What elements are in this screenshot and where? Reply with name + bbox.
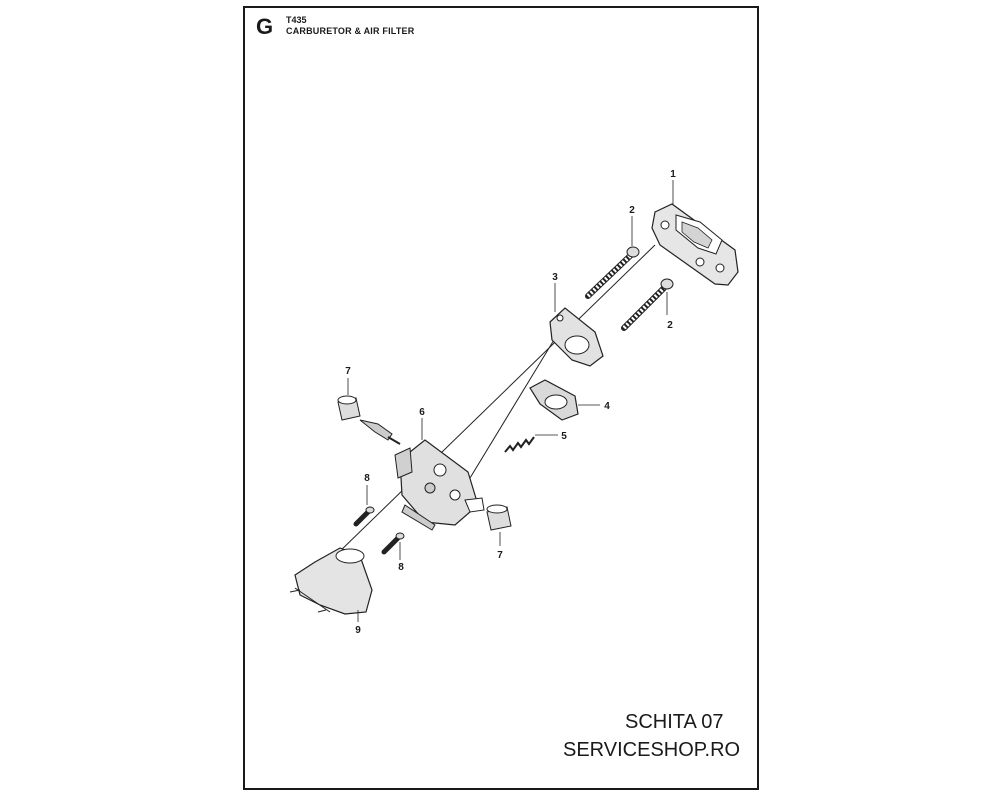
callout-8-upper: 8 xyxy=(364,473,370,484)
section-letter: G xyxy=(256,14,274,39)
part-5-spring xyxy=(504,436,535,453)
part-6-carburetor xyxy=(394,439,485,531)
callout-4: 4 xyxy=(604,401,610,412)
part-2-screw-lower xyxy=(621,278,674,331)
part-1-filter-cover xyxy=(651,203,739,286)
callout-2-upper: 2 xyxy=(629,205,635,216)
callout-6: 6 xyxy=(419,407,425,418)
part-2-screw-upper xyxy=(585,246,640,299)
assembly-axis xyxy=(299,244,656,591)
diagram-title: CARBURETOR & AIR FILTER xyxy=(286,26,415,36)
callout-5: 5 xyxy=(561,431,567,442)
part-6-needle xyxy=(359,419,401,445)
callout-9: 9 xyxy=(355,625,361,636)
sheet-label: SCHITA 07 xyxy=(625,711,724,733)
part-4-gasket xyxy=(529,379,579,421)
model-code: T435 xyxy=(286,15,307,25)
callout-7-lower: 7 xyxy=(497,550,503,561)
part-7-sleeve-upper xyxy=(337,395,361,421)
part-3-flange xyxy=(549,307,604,367)
callout-3: 3 xyxy=(552,272,558,283)
callout-8-lower: 8 xyxy=(398,562,404,573)
callout-2-lower: 2 xyxy=(667,320,673,331)
callout-7-upper: 7 xyxy=(345,366,351,377)
callout-1: 1 xyxy=(670,169,676,180)
assembly-axis-2 xyxy=(469,329,561,479)
part-7-sleeve-lower xyxy=(486,504,512,531)
page-frame xyxy=(243,6,759,790)
part-8-screw-upper xyxy=(353,506,375,527)
part-9-intake-elbow xyxy=(289,547,373,615)
site-label: SERVICESHOP.RO xyxy=(563,739,741,761)
part-8-screw-lower xyxy=(381,532,405,555)
